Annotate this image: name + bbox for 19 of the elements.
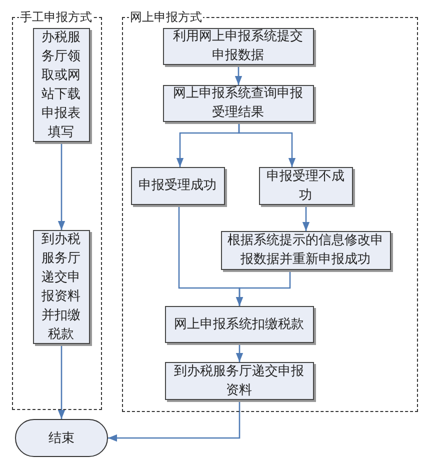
process-box: 到办税服务厅递交申报资料并扣缴税款 [32,230,90,344]
process-box: 网上申报系统扣缴税款 [164,306,314,342]
process-box: 申报受理成功 [130,166,224,204]
arrow [302,205,310,231]
arrow [234,65,242,85]
group-heading: 网上申报方式 [129,9,203,25]
process-box: 网上申报系统查询申报受理结果 [162,84,314,122]
process-box: 到办税服务厅递交申报资料 [164,362,314,400]
arrow [58,142,66,230]
process-box: 根据系统提示的信息修改申报数据并重新申报成功 [220,230,390,270]
arrow [108,400,240,442]
arrow [238,122,296,167]
process-box: 利用网上申报系统提交申报数据 [162,28,314,64]
arrow [236,270,291,306]
process-box: 申报受理不成功 [258,166,352,204]
arrow [58,344,66,419]
process-box: 办税服务厅领取或网站下载申报表填写 [32,28,90,142]
group-heading: 手工申报方式 [19,9,93,25]
arrow [236,343,244,362]
